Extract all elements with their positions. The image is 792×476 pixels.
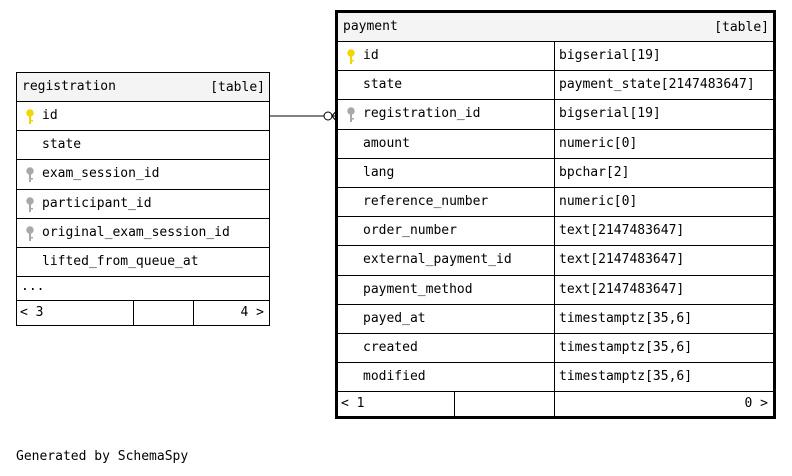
column-row[interactable]: lifted_from_queue_at — [17, 248, 269, 278]
column-row[interactable]: lang bpchar[2] — [338, 158, 773, 188]
payment-table[interactable]: payment [table] id bigserial[19] state paym… — [335, 10, 776, 420]
column-name: amount — [363, 135, 410, 151]
more-columns-indicator: ... — [17, 277, 269, 302]
registration-table-header[interactable]: registration [table] — [17, 73, 269, 102]
column-row[interactable]: modified timestamptz[35,6] — [338, 363, 773, 393]
column-row[interactable]: order_number text[2147483647] — [338, 217, 773, 247]
column-name: id — [363, 48, 379, 63]
column-row[interactable]: original_exam_session_id — [17, 219, 269, 248]
column-name: payment_method — [363, 281, 473, 297]
foreign-key-icon — [25, 196, 35, 213]
column-row[interactable]: amount numeric[0] — [338, 129, 773, 159]
column-name: payed_at — [363, 310, 426, 326]
column-type: text[2147483647] — [554, 275, 684, 304]
payment-table-header[interactable]: payment [table] — [338, 13, 773, 42]
column-type: bigserial[19] — [554, 42, 661, 71]
column-type: bigserial[19] — [554, 100, 661, 129]
table-name: payment — [343, 19, 398, 34]
column-name: exam_session_id — [42, 166, 160, 182]
column-type: timestamptz[35,6] — [554, 304, 692, 333]
footer-divider — [554, 392, 555, 417]
column-row[interactable]: id — [17, 102, 269, 132]
registration-table-footer: < 3 4 > — [17, 301, 269, 326]
column-type: timestamptz[35,6] — [554, 363, 692, 392]
column-row[interactable]: created timestamptz[35,6] — [338, 333, 773, 364]
relationship-optional-marker — [323, 111, 333, 121]
column-name: lifted_from_queue_at — [42, 253, 199, 269]
column-row[interactable]: state — [17, 131, 269, 161]
column-type: bpchar[2] — [554, 158, 629, 187]
column-row[interactable]: exam_session_id — [17, 160, 269, 190]
outgoing-relations-nav[interactable]: 0 > — [744, 396, 768, 412]
column-name: state — [42, 137, 82, 153]
incoming-relations-nav[interactable]: < 1 — [341, 396, 365, 412]
column-row[interactable]: id bigserial[19] — [338, 42, 773, 72]
column-name: reference_number — [363, 193, 489, 209]
column-row[interactable]: reference_number numeric[0] — [338, 187, 773, 218]
column-type: numeric[0] — [554, 129, 637, 158]
column-row[interactable]: state payment_state[2147483647] — [338, 71, 773, 101]
column-name: state — [363, 77, 403, 93]
primary-key-icon — [346, 49, 356, 65]
footer-divider — [133, 301, 134, 326]
primary-key-icon — [25, 109, 35, 125]
column-row[interactable]: participant_id — [17, 190, 269, 219]
column-name: lang — [363, 164, 395, 180]
column-name: order_number — [363, 223, 457, 239]
column-type: timestamptz[35,6] — [554, 333, 692, 363]
table-name: registration — [22, 79, 116, 94]
incoming-relations-nav[interactable]: < 3 — [20, 305, 44, 321]
column-name: id — [42, 108, 58, 123]
more-text: ... — [21, 279, 45, 295]
table-kind: [table] — [714, 20, 769, 35]
footer-divider — [193, 301, 194, 326]
column-row[interactable]: registration_id bigserial[19] — [338, 100, 773, 130]
column-name: registration_id — [363, 106, 481, 122]
column-row[interactable]: payed_at timestamptz[35,6] — [338, 304, 773, 334]
footer-divider — [454, 392, 455, 417]
foreign-key-icon — [25, 167, 35, 183]
column-name: original_exam_session_id — [42, 224, 230, 240]
column-type: payment_state[2147483647] — [554, 71, 755, 100]
column-name: external_payment_id — [363, 252, 512, 268]
column-row[interactable]: external_payment_id text[2147483647] — [338, 246, 773, 276]
payment-table-footer: < 1 0 > — [338, 392, 773, 417]
column-row[interactable]: payment_method text[2147483647] — [338, 275, 773, 305]
foreign-key-icon — [25, 226, 35, 242]
foreign-key-icon — [346, 107, 356, 123]
generated-by-caption: Generated by SchemaSpy — [16, 449, 189, 464]
column-name: created — [363, 339, 418, 355]
column-name: modified — [363, 369, 426, 385]
registration-table[interactable]: registration [table] id state exam_session… — [16, 72, 270, 327]
column-type: numeric[0] — [554, 187, 637, 217]
outgoing-relations-nav[interactable]: 4 > — [240, 305, 264, 321]
column-type: text[2147483647] — [554, 246, 684, 275]
table-kind: [table] — [210, 80, 265, 95]
column-name: participant_id — [42, 195, 152, 211]
column-type: text[2147483647] — [554, 217, 684, 246]
